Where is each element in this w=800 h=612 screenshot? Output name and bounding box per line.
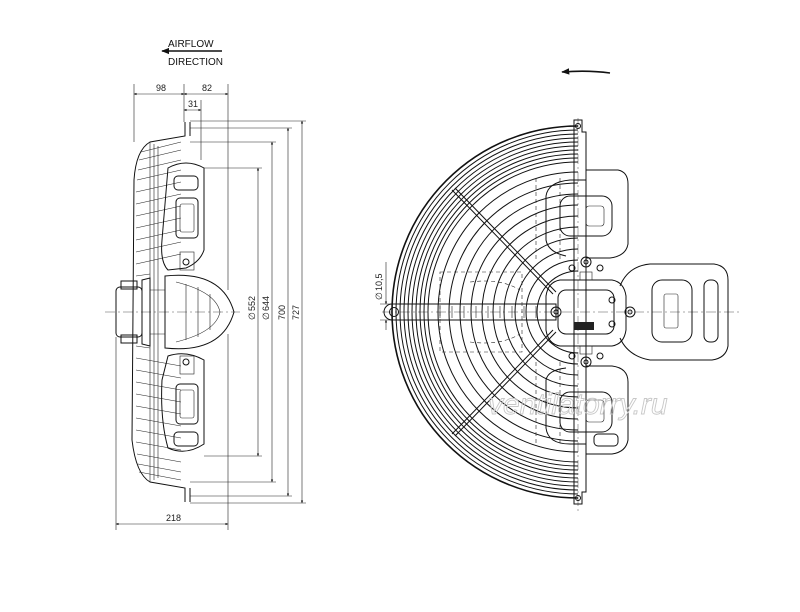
- dimension-top: 98 82 31: [133, 83, 229, 290]
- dim-hole-symbol: ∅: [374, 292, 384, 300]
- dim-31: 31: [188, 99, 198, 109]
- motor-hub-front: [545, 256, 636, 368]
- guard-ring: [391, 125, 579, 499]
- dim-98: 98: [156, 83, 166, 93]
- blade-upper-side: [161, 162, 205, 271]
- guard-ring: [470, 204, 579, 420]
- blade-lower-front: [545, 365, 629, 455]
- support-arm: [383, 303, 557, 321]
- guard-ring: [481, 215, 579, 409]
- dimension-bottom: 218: [115, 334, 229, 530]
- watermark: ventilatorry.ru: [488, 388, 668, 421]
- dim-552: 552: [247, 296, 257, 311]
- motor-side: [115, 274, 235, 350]
- blade-right-front: [619, 263, 729, 361]
- airflow-label-line2: DIRECTION: [168, 57, 223, 68]
- guard-ring: [423, 157, 579, 467]
- blade-upper-front: [545, 169, 629, 259]
- guard-ring: [492, 226, 579, 398]
- guard-ring: [503, 237, 579, 387]
- dim-hole: 10,5: [374, 273, 384, 291]
- guard-ring: [411, 145, 579, 479]
- guard-ring: [399, 133, 579, 491]
- guard-ring: [536, 270, 579, 354]
- guard-ring: [437, 171, 579, 453]
- dim-552-symbol: ∅: [247, 312, 257, 320]
- front-view: ∅ 10,5 ventilatorry.ru: [374, 68, 740, 512]
- side-view: 98 82 31 218: [105, 83, 306, 530]
- guard-ring: [419, 153, 579, 471]
- dim-644: 644: [261, 296, 271, 311]
- guard-spokes: [451, 187, 557, 437]
- motor-nameplate-logo: [574, 322, 594, 330]
- guard-ring: [514, 248, 579, 376]
- guard-ring: [395, 129, 579, 495]
- guard-ring: [407, 141, 579, 483]
- guard-ring: [459, 193, 579, 431]
- guard-ring: [525, 259, 579, 365]
- dimension-vertical: ∅ 552 ∅ 644 700 727: [190, 120, 306, 504]
- airflow-label-line1: AIRFLOW: [168, 39, 214, 50]
- dim-644-symbol: ∅: [261, 312, 271, 320]
- rotation-arrow-icon: [561, 68, 611, 75]
- dim-218: 218: [166, 513, 181, 523]
- guard-ring: [448, 182, 579, 442]
- blade-lower-side: [161, 353, 205, 452]
- airflow-direction-label: AIRFLOW DIRECTION: [161, 39, 223, 68]
- dim-727: 727: [291, 305, 301, 320]
- dimension-hole: ∅ 10,5: [374, 262, 398, 330]
- dim-82: 82: [202, 83, 212, 93]
- dim-700: 700: [277, 305, 287, 320]
